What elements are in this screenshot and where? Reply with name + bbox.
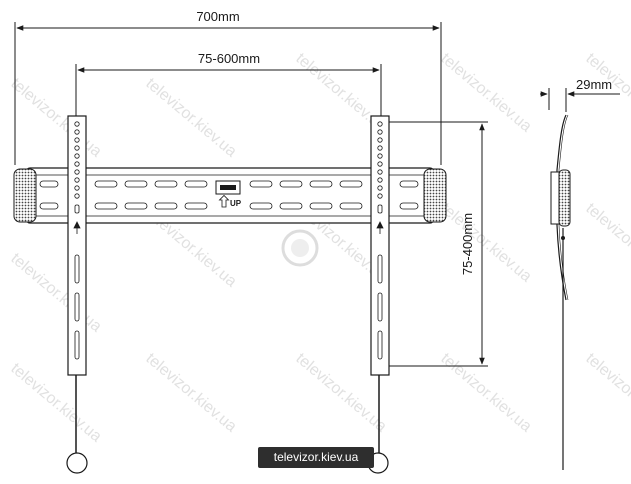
left-bracket	[66, 115, 88, 474]
plate-slot	[154, 180, 178, 188]
side-view-bracket	[556, 114, 567, 301]
watermark: televizor.kiev.ua	[142, 75, 239, 160]
plate-slot	[339, 180, 363, 188]
plate-slot	[124, 202, 148, 210]
plate-slot	[184, 202, 208, 210]
bracket-hole	[74, 153, 80, 159]
watermark-layer: televizor.kiev.ua televizor.kiev.ua tele…	[7, 50, 631, 445]
bracket-slot	[74, 254, 80, 284]
vertical-vesa-label: 75-400mm	[460, 213, 475, 275]
bracket-hole	[377, 153, 383, 159]
plate-slot	[94, 202, 118, 210]
watermark: televizor.kiev.ua	[7, 250, 104, 335]
plate-slot	[124, 180, 148, 188]
side-view	[550, 114, 571, 470]
plate-slot	[279, 202, 303, 210]
plate-slot	[279, 180, 303, 188]
horizontal-vesa-dimension	[75, 64, 382, 116]
level-window	[215, 180, 241, 195]
watermark: televizor.kiev.ua	[582, 50, 631, 135]
side-view-knob	[561, 236, 565, 240]
bracket-slot	[377, 254, 383, 284]
plate-slot	[249, 202, 273, 210]
bracket-hole	[74, 161, 80, 167]
bracket-slot	[74, 330, 80, 360]
bracket-hole	[74, 193, 80, 199]
watermark: televizor.kiev.ua	[437, 200, 534, 285]
depth-label: 29mm	[576, 77, 612, 92]
watermark: televizor.kiev.ua	[7, 75, 104, 160]
bracket-slot-small	[377, 204, 383, 214]
bracket-slot	[74, 292, 80, 322]
arrow-up-icon	[73, 221, 81, 234]
level-bubble	[220, 185, 236, 190]
bracket-hole	[74, 177, 80, 183]
plate-slot	[39, 180, 59, 188]
pad-left	[13, 168, 37, 223]
watermark: televizor.kiev.ua	[437, 350, 534, 435]
watermark-logo-inner	[291, 239, 309, 257]
watermark: televizor.kiev.ua	[437, 50, 534, 135]
bracket-hole	[377, 145, 383, 151]
wall-plate: UP	[13, 167, 447, 224]
bracket-hole	[74, 137, 80, 143]
bracket-hole	[74, 129, 80, 135]
bracket-bar	[67, 115, 87, 376]
plate-slot	[309, 202, 333, 210]
bracket-hole	[377, 193, 383, 199]
watermark: televizor.kiev.ua	[582, 350, 631, 435]
depth-dimension	[540, 88, 620, 112]
plate-slot	[339, 202, 363, 210]
bracket-hole	[377, 137, 383, 143]
plate-slot	[399, 202, 419, 210]
bracket-hole	[377, 177, 383, 183]
bracket-slot	[377, 330, 383, 360]
vertical-vesa-dimension	[383, 121, 488, 367]
horizontal-vesa-label: 75-600mm	[198, 51, 260, 66]
plate-slot	[154, 202, 178, 210]
source-badge: televizor.kiev.ua	[258, 447, 374, 468]
side-view-pad	[558, 169, 571, 227]
bracket-hole	[74, 169, 80, 175]
bracket-hole	[377, 169, 383, 175]
plate-slot	[309, 180, 333, 188]
watermark: televizor.kiev.ua	[582, 200, 631, 285]
bracket-hole	[377, 129, 383, 135]
plate-slot	[249, 180, 273, 188]
watermark: televizor.kiev.ua	[7, 360, 104, 445]
total-width-label: 700mm	[196, 9, 239, 24]
bracket-hole	[74, 185, 80, 191]
bracket-bar	[370, 115, 390, 376]
watermark-logo	[281, 229, 319, 267]
plate-slot	[184, 180, 208, 188]
bracket-hole	[74, 121, 80, 127]
watermark: televizor.kiev.ua	[142, 350, 239, 435]
side-view-bracket-inner	[558, 114, 569, 301]
up-arrow-icon	[218, 194, 230, 208]
plate-slot	[399, 180, 419, 188]
plate-slot	[39, 202, 59, 210]
bracket-slot	[377, 292, 383, 322]
bracket-slot-small	[74, 204, 80, 214]
bracket-hole	[377, 161, 383, 167]
up-label: UP	[230, 199, 242, 208]
bracket-hole	[377, 185, 383, 191]
pull-ring	[66, 452, 88, 474]
bracket-hole	[377, 121, 383, 127]
total-width-dimension	[14, 22, 442, 165]
pad-right	[423, 168, 447, 223]
arrow-up-icon	[376, 221, 384, 234]
bracket-hole	[74, 145, 80, 151]
plate-slot	[94, 180, 118, 188]
